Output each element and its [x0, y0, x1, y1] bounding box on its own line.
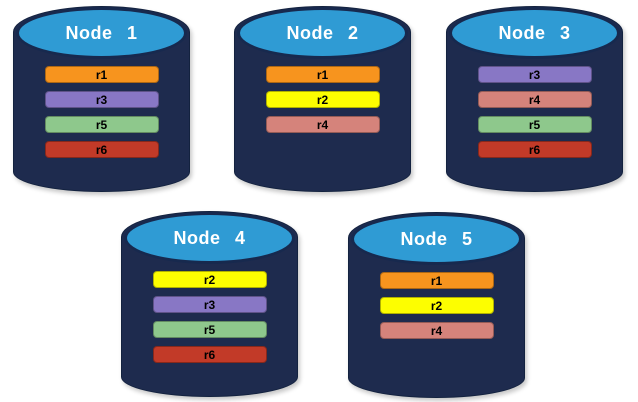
cylinder-top: Node 3 [449, 7, 620, 59]
replica-bar: r4 [265, 116, 380, 133]
replica-bar: r2 [152, 271, 267, 288]
replica-list: r3 r4 r5 r6 [446, 66, 623, 158]
node-cylinder-5: Node 5 r1 r2 r4 [348, 212, 525, 398]
node-cylinder-2: Node 2 r1 r2 r4 [234, 6, 411, 192]
replica-bar: r6 [152, 346, 267, 363]
replica-bar: r2 [265, 91, 380, 108]
node-label: Node 3 [498, 23, 571, 43]
replica-list: r1 r3 r5 r6 [13, 66, 190, 158]
node-cylinder-1: Node 1 r1 r3 r5 r6 [13, 6, 190, 192]
replica-list: r1 r2 r4 [348, 272, 525, 339]
replica-list: r1 r2 r4 [234, 66, 411, 133]
replica-bar: r6 [477, 141, 592, 158]
cylinder-top: Node 5 [351, 213, 522, 265]
replica-bar: r2 [379, 297, 494, 314]
replica-bar: r3 [152, 296, 267, 313]
replica-bar: r1 [44, 66, 159, 83]
node-cylinder-3: Node 3 r3 r4 r5 r6 [446, 6, 623, 192]
cylinder-top: Node 1 [16, 7, 187, 59]
replica-bar: r6 [44, 141, 159, 158]
replica-bar: r5 [44, 116, 159, 133]
replica-bar: r5 [152, 321, 267, 338]
replica-list: r2 r3 r5 r6 [121, 271, 298, 363]
replica-bar: r3 [477, 66, 592, 83]
replica-bar: r4 [477, 91, 592, 108]
replica-bar: r1 [379, 272, 494, 289]
replica-bar: r5 [477, 116, 592, 133]
replica-bar: r4 [379, 322, 494, 339]
replica-bar: r1 [265, 66, 380, 83]
node-label: Node 1 [65, 23, 138, 43]
replica-bar: r3 [44, 91, 159, 108]
cylinder-top: Node 4 [124, 212, 295, 264]
cylinder-top: Node 2 [237, 7, 408, 59]
node-label: Node 2 [286, 23, 359, 43]
node-label: Node 5 [400, 229, 473, 249]
node-label: Node 4 [173, 228, 246, 248]
node-cylinder-4: Node 4 r2 r3 r5 r6 [121, 211, 298, 397]
